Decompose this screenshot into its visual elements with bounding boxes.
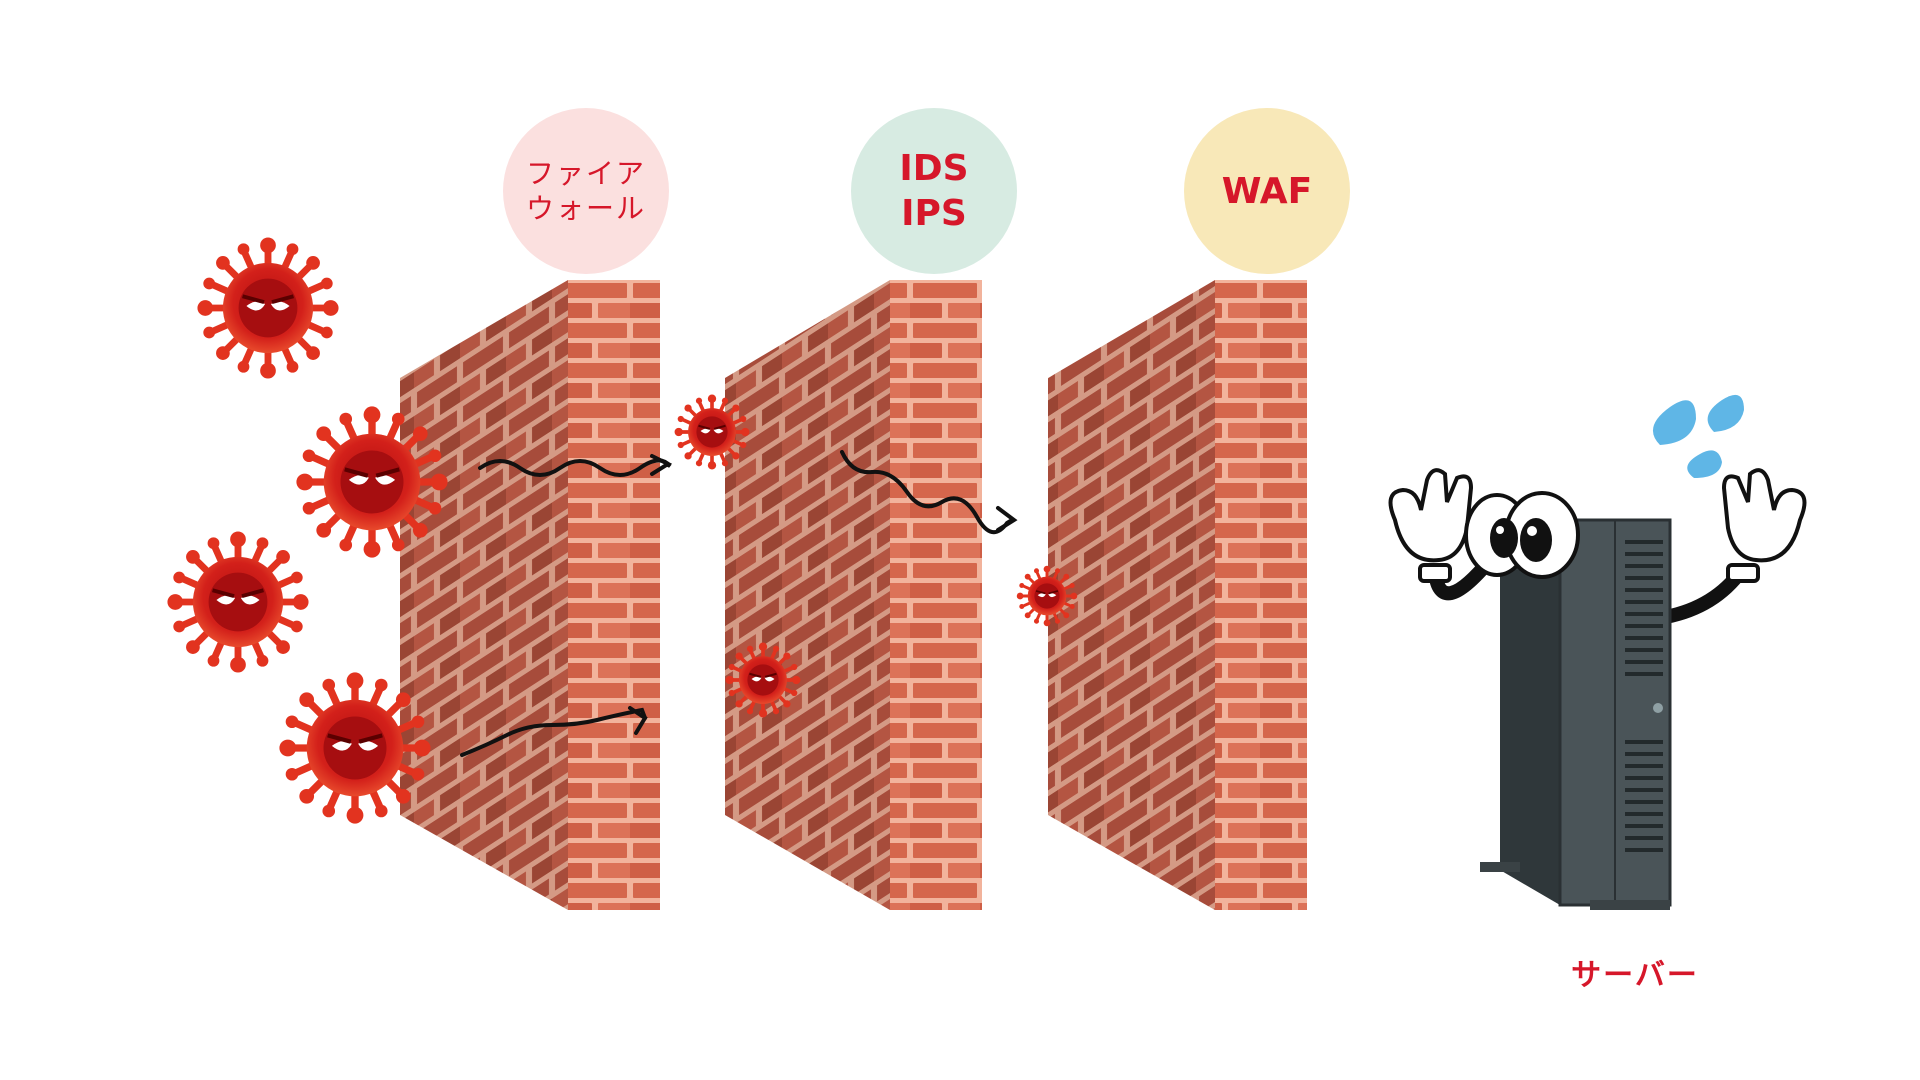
ids-ips-label: IDS IPS <box>851 108 1017 274</box>
arrow-icon <box>460 706 648 757</box>
virus-icon <box>1015 564 1079 628</box>
server-label: サーバー <box>1571 958 1699 993</box>
ids-label: IDS <box>899 148 969 189</box>
firewall-label-line2: ウォール <box>525 192 646 225</box>
ips-label: IPS <box>901 193 967 234</box>
waf-label-text: WAF <box>1221 170 1313 212</box>
eyes-icon <box>1464 491 1580 579</box>
left-hand-icon <box>1388 468 1474 583</box>
virus-icon <box>167 531 308 672</box>
virus-icon <box>296 406 447 557</box>
waf-label: WAF <box>1184 108 1350 274</box>
firewall-wall <box>400 280 660 910</box>
sweat-drop-icon <box>1652 394 1744 478</box>
virus-icon <box>197 237 338 378</box>
ids-ips-wall <box>725 280 982 910</box>
virus-icon <box>672 392 752 472</box>
arrow-icon <box>478 454 673 477</box>
firewall-label: ファイア ウォール <box>503 108 669 274</box>
server-icon <box>1388 394 1807 910</box>
virus-icon <box>279 672 430 823</box>
arrow-icon <box>840 450 1018 534</box>
waf-wall <box>1048 280 1307 910</box>
firewall-label-line1: ファイア <box>525 157 646 190</box>
right-hand-icon <box>1721 468 1807 583</box>
virus-icon <box>723 640 803 720</box>
